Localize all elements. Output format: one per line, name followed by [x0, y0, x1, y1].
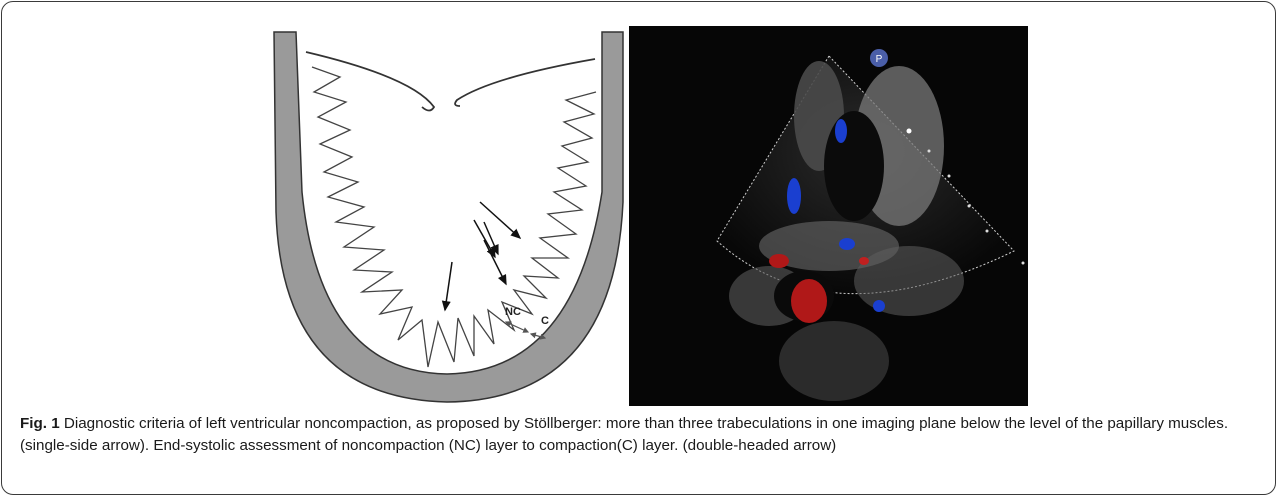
doppler-blue-flow: [787, 178, 801, 214]
left-valve-leaflet: [306, 52, 434, 111]
echocardiogram-image: P: [629, 26, 1028, 406]
arrow-1: [445, 262, 452, 310]
nc-label: NC: [505, 306, 521, 318]
caption-text: Diagnostic criteria of left ventricular …: [20, 415, 1228, 454]
probe-marker-label: P: [876, 54, 883, 65]
arrow-4: [480, 202, 520, 238]
right-valve-leaflet: [455, 59, 595, 106]
doppler-red-flow: [791, 279, 827, 323]
figure-label: Fig. 1: [20, 415, 60, 432]
figure-caption: Fig. 1 Diagnostic criteria of left ventr…: [20, 413, 1260, 456]
c-label: C: [541, 315, 549, 327]
ventricle-diagram: NC C: [262, 22, 632, 410]
